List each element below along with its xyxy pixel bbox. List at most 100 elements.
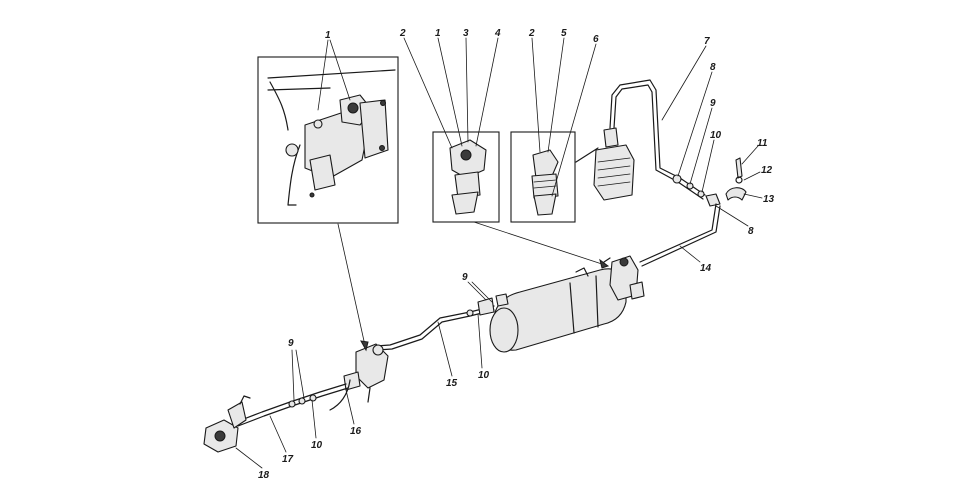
tank-valve-cap [619,257,629,267]
callout-15: 15 [446,378,458,389]
valve-assembly-body [454,171,481,199]
bolt-11 [735,157,743,179]
callout-numbers: 1 2 1 3 4 2 5 6 7 8 9 10 11 12 13 8 14 9… [258,28,775,481]
leader-c16 [345,389,355,425]
inset-tube-mid [267,87,331,91]
leader-c8b [715,205,749,227]
fitting-head [532,149,559,179]
leader-inset-to-valve [473,221,609,267]
callout-14: 14 [700,263,712,274]
callout-6: 6 [593,34,599,45]
leader-c7 [661,45,707,121]
fitting-8-lower [705,193,721,207]
air-tank-band-1 [569,282,575,334]
callout-1a: 1 [325,30,331,41]
fitting-9-lower-a [288,400,296,408]
leader-c12 [743,171,761,181]
inset-border-left [257,56,399,224]
inset-frame-center [432,131,500,223]
pipe-14-inner [641,205,721,267]
leader-c2b [531,37,541,153]
callout-1b: 1 [435,28,441,39]
fitting-base [533,193,557,216]
callout-10a: 10 [710,130,722,141]
washer-12 [735,176,743,184]
leader-c1a [317,39,351,111]
callout-4: 4 [494,28,501,39]
compressor-fins [597,157,631,187]
inset-valve-port [347,102,359,114]
pipe-16-bend [329,379,351,411]
fitting-9-mid [477,297,495,316]
inset-frame-right [510,131,576,223]
inset-bracket [269,81,289,131]
leader-c10c [311,399,317,439]
compressor [575,127,635,201]
inset-border-right [510,131,576,223]
callout-8a: 8 [710,62,716,73]
callout-8b: 8 [748,226,754,237]
brake-chamber [203,395,251,453]
callout-10b: 10 [478,370,490,381]
inset-bolt-2 [379,145,385,151]
fitting-9-lower-b [298,397,306,405]
inset-tube-top [267,69,396,79]
leader-c11 [741,145,759,165]
leader-c15 [437,321,453,377]
callout-9c: 9 [288,338,294,349]
leader-c18 [235,447,263,469]
inset-nut [285,143,299,157]
clamp-13 [725,187,747,201]
leader-c13 [743,193,763,199]
callout-9a: 9 [710,98,716,109]
brake-valve-junction [343,343,389,403]
fitting-threads [533,179,557,189]
leader-c1b [437,37,463,147]
fitting-8-upper [672,174,682,184]
fitting-10-mid [466,309,474,317]
compressor-body [593,144,635,201]
inset-mount-plate [359,99,389,159]
fitting-body [531,173,559,199]
inset-lower-fitting [309,154,336,191]
brake-chamber-center [214,430,226,442]
callout-9b: 9 [462,272,468,283]
callout-2a: 2 [399,28,406,39]
inset-bolt-1 [380,100,386,106]
valve-assembly-base [451,191,479,215]
callout-3: 3 [463,28,469,39]
callout-11: 11 [757,138,768,149]
callout-16: 16 [350,426,362,437]
tank-inlet-fitting [495,293,509,307]
brake-chamber-bracket [227,401,247,429]
leader-c10b [477,313,483,369]
inset-frame-left [257,56,399,224]
air-tank-end-left [489,307,519,353]
arrow-head-valve [599,258,610,269]
callout-12: 12 [761,165,773,176]
tank-mount [575,257,611,277]
leader-c9b [467,281,493,303]
leader-c5 [547,37,565,153]
inset-border-center [432,131,500,223]
leader-c9a [689,107,713,185]
callout-5: 5 [561,28,567,39]
leader-c3 [465,37,469,143]
callout-17: 17 [282,454,294,465]
brake-chamber-arm [239,395,251,405]
pipe-15 [375,305,495,347]
leader-c10a [701,139,715,193]
fitting-10-lower [309,394,317,402]
leader-lines [235,37,763,469]
leader-c17 [269,415,287,453]
leader-c4 [475,37,499,147]
inset-leader-compressor [575,147,599,163]
leader-inset-to-junction [337,223,367,351]
leader-c2a [403,37,453,149]
air-tank [489,255,645,353]
inset-small-bolt [309,192,315,198]
arrow-head-junction [360,340,369,352]
pipe-15-inner [377,309,495,351]
pipe-14 [639,203,717,263]
callout-2b: 2 [528,28,535,39]
